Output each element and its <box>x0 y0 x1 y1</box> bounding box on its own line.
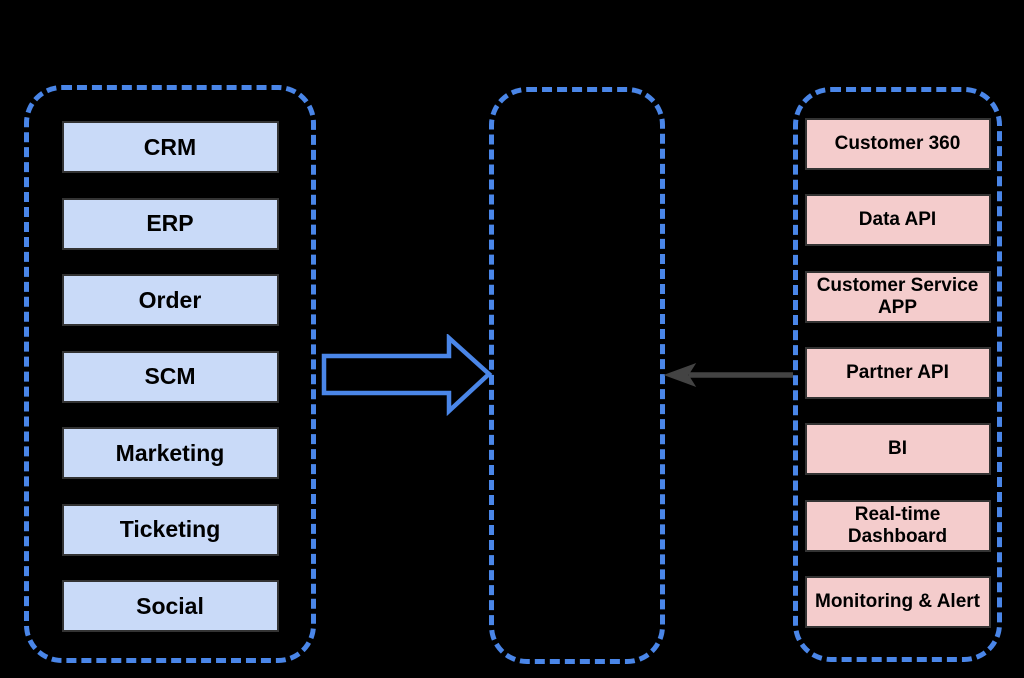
source-systems-column: CRM ERP Order SCM Marketing Ticketing So… <box>24 85 316 663</box>
arrow-left-icon <box>663 363 793 387</box>
source-box-social: Social <box>61 580 279 632</box>
source-box-order: Order <box>61 274 279 326</box>
output-box-customer-360: Customer 360 <box>804 118 991 170</box>
output-box-monitoring-alert: Monitoring & Alert <box>804 575 991 628</box>
source-box-scm: SCM <box>61 350 279 403</box>
output-box-customer-service-app: Customer Service APP <box>804 270 991 323</box>
output-box-data-api: Data API <box>804 194 991 247</box>
output-apps-column: Customer 360 Data API Customer Service A… <box>793 87 1002 662</box>
block-arrow-right-icon <box>321 334 493 416</box>
output-box-partner-api: Partner API <box>804 346 991 399</box>
source-box-erp: ERP <box>61 197 279 250</box>
source-box-crm: CRM <box>61 121 279 173</box>
output-box-bi: BI <box>804 423 991 476</box>
source-box-marketing: Marketing <box>61 427 279 479</box>
middle-platform-column <box>489 87 665 664</box>
source-box-ticketing: Ticketing <box>61 503 279 556</box>
output-box-realtime-dashboard: Real-time Dashboard <box>804 499 991 552</box>
